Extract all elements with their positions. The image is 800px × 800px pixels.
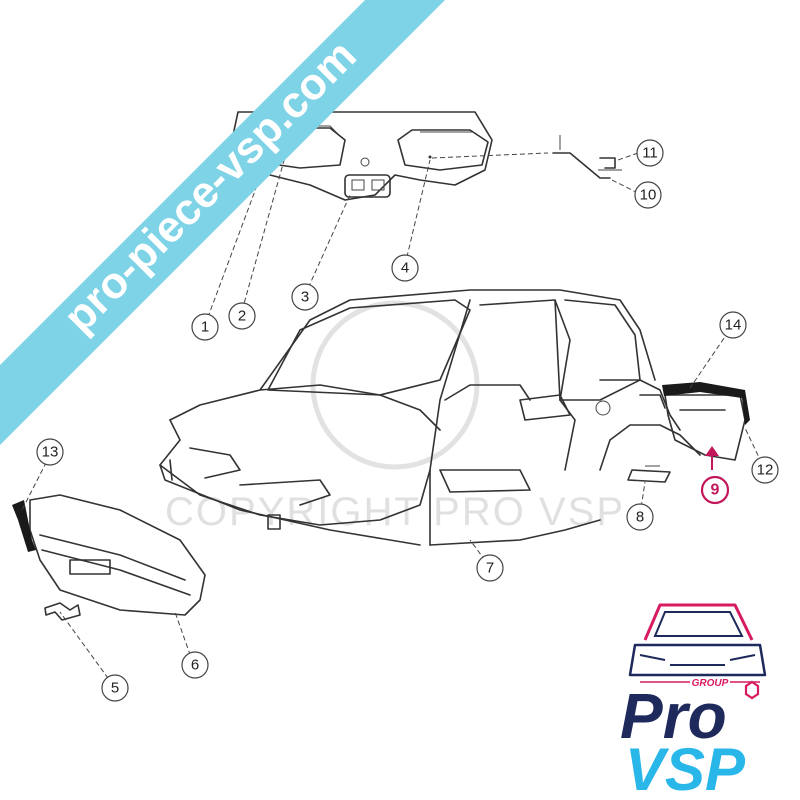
callout-4: 4 (391, 254, 419, 282)
banner-url-text: pro-piece-vsp.com (54, 31, 365, 342)
svg-text:10: 10 (640, 187, 657, 204)
callout-1: 1 (191, 313, 219, 341)
svg-text:2: 2 (238, 308, 246, 325)
callout-5: 5 (101, 674, 129, 702)
svg-text:3: 3 (301, 289, 309, 306)
bumper-bracket (44, 602, 81, 621)
callout-14: 14 (719, 311, 747, 339)
logo-group-text: GROUP (692, 678, 729, 689)
svg-text:11: 11 (642, 145, 658, 162)
svg-text:4: 4 (401, 260, 409, 277)
rear-bumper (662, 382, 750, 461)
svg-text:5: 5 (111, 680, 119, 697)
svg-text:14: 14 (725, 317, 742, 334)
callout-13: 13 (36, 438, 64, 466)
pro-vsp-logo: GROUP Pro VSP (620, 603, 767, 800)
watermark-text: COPYRIGHT PRO VSP (165, 490, 625, 534)
front-bumper (12, 494, 206, 616)
callout-3: 3 (291, 283, 319, 311)
car-body-shell (159, 289, 701, 546)
svg-text:1: 1 (201, 319, 209, 336)
callout-labels: 1 2 3 4 5 6 7 8 9 10 11 12 13 14 (36, 139, 779, 702)
callout-11: 11 (636, 139, 664, 167)
copyright-watermark: COPYRIGHT PRO VSP (165, 300, 625, 534)
svg-text:8: 8 (636, 509, 644, 526)
svg-text:7: 7 (486, 560, 494, 577)
svg-text:9: 9 (711, 482, 720, 499)
leader-lines (21, 152, 766, 686)
site-banner: pro-piece-vsp.com (0, 0, 445, 445)
callout-10: 10 (634, 181, 662, 209)
logo-vsp-text: VSP (625, 736, 746, 800)
callout-6: 6 (181, 651, 209, 679)
hinge-bracket (552, 135, 622, 179)
logo-pro-text: Pro (620, 680, 727, 752)
callout-7: 7 (476, 554, 504, 582)
callout-9-highlighted: 9 (700, 475, 730, 505)
svg-text:12: 12 (757, 462, 774, 479)
svg-text:6: 6 (191, 657, 199, 674)
rear-arrow-indicator (705, 446, 719, 470)
callout-2: 2 (228, 302, 256, 330)
callout-8: 8 (626, 503, 654, 531)
callout-12: 12 (751, 456, 779, 484)
svg-text:13: 13 (42, 444, 59, 461)
